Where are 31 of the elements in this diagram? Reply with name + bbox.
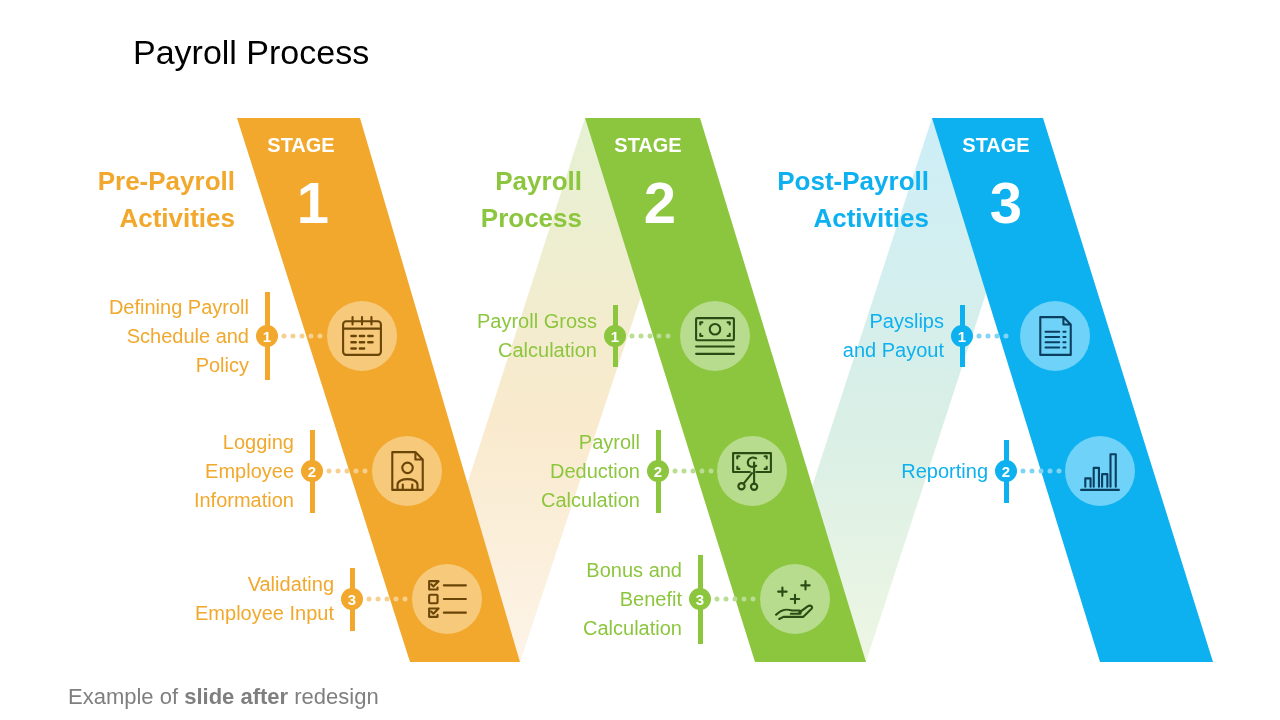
- step-number-badge: 3: [689, 588, 711, 610]
- step-number-badge: 2: [995, 460, 1017, 482]
- stage-label: STAGE: [267, 133, 335, 157]
- stage-number: 1: [296, 173, 330, 233]
- slide-title: Payroll Process: [133, 32, 370, 73]
- step-number-badge: 3: [341, 588, 363, 610]
- step-label: Defining Payroll Schedule and Policy: [107, 294, 249, 378]
- dotted-connector: [672, 468, 715, 474]
- stage-heading: Payroll Process: [479, 165, 582, 235]
- step-number-badge: 2: [301, 460, 323, 482]
- step-label: Validating Employee Input: [194, 572, 334, 626]
- step-label: Bonus and Benefit Calculation: [582, 557, 682, 641]
- stage-number: 2: [643, 173, 677, 233]
- step-label: Payroll Deduction Calculation: [540, 429, 640, 513]
- step-number-badge: 1: [256, 325, 278, 347]
- dotted-connector: [281, 333, 325, 339]
- stage-heading: Pre-Payroll Activities: [96, 165, 235, 235]
- step-label: Payslips and Payout: [841, 309, 944, 363]
- caption: Example of slide after redesign: [68, 683, 379, 711]
- step-number-badge: 2: [647, 460, 669, 482]
- step-label: Logging Employee Information: [192, 429, 294, 513]
- dotted-connector: [366, 596, 410, 602]
- stage-label: STAGE: [614, 133, 682, 157]
- stage-heading: Post-Payroll Activities: [776, 165, 929, 235]
- dotted-connector: [714, 596, 758, 602]
- stage-number: 3: [989, 173, 1023, 233]
- step-label: Reporting: [901, 458, 988, 484]
- step-label: Payroll Gross Calculation: [475, 309, 597, 363]
- stage-label: STAGE: [962, 133, 1030, 157]
- dotted-connector: [1020, 468, 1063, 474]
- dotted-connector: [326, 468, 370, 474]
